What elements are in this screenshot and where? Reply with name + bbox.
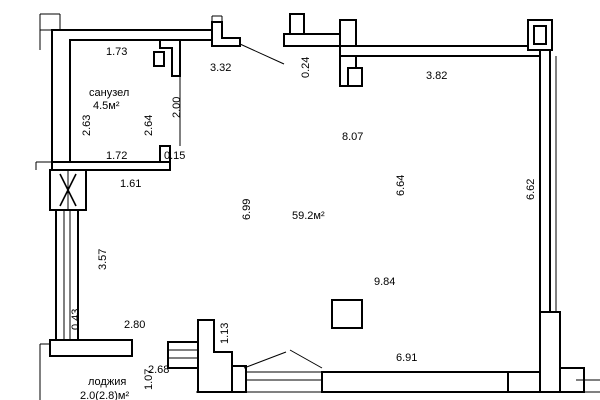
wall-loggia [39,339,199,400]
dim-6-91: 6.91 [396,352,417,364]
column-center [331,299,363,329]
dim-3-82: 3.82 [426,70,447,82]
room-loggia-name: лоджия [88,376,126,388]
dim-8-07: 8.07 [342,131,363,143]
dim-9-84: 9.84 [374,276,395,288]
room-bathroom-area: 4.5м² [93,100,120,112]
wall-bathroom-bottom [35,161,171,171]
wall-right [539,49,561,393]
wall-bathroom [51,15,241,163]
dim-2-80: 2.80 [124,319,145,331]
dim-6-62: 6.62 [525,179,537,200]
column-top-right [527,19,553,51]
dim-3-57: 3.57 [97,249,109,270]
room-bathroom-name: санузел [89,87,129,99]
dim-0-43: 0.43 [70,309,82,330]
dim-1-73: 1.73 [106,46,127,58]
wall-left [49,169,87,341]
dim-6-64: 6.64 [395,175,407,196]
dim-2-00: 2.00 [171,97,183,118]
dim-2-63: 2.63 [81,115,93,136]
dim-6-99: 6.99 [241,199,253,220]
dim-3-32: 3.32 [210,62,231,74]
dim-0-24: 0.24 [300,57,312,78]
dim-2-68: 2.68 [148,364,169,376]
dim-0-15: 0.15 [164,150,185,162]
dim-2-64: 2.64 [143,115,155,136]
dim-1-61: 1.61 [120,178,141,190]
dim-1-72: 1.72 [106,150,127,162]
wall-top [239,13,541,87]
room-main-area: 59.2м² [292,210,325,222]
wall-bottom-right-extension [559,367,600,393]
wall-bottom [196,319,600,393]
dim-1-13: 1.13 [219,323,231,344]
room-loggia-area: 2.0(2.8)м² [80,390,129,400]
dim-1-07: 1.07 [143,369,155,390]
